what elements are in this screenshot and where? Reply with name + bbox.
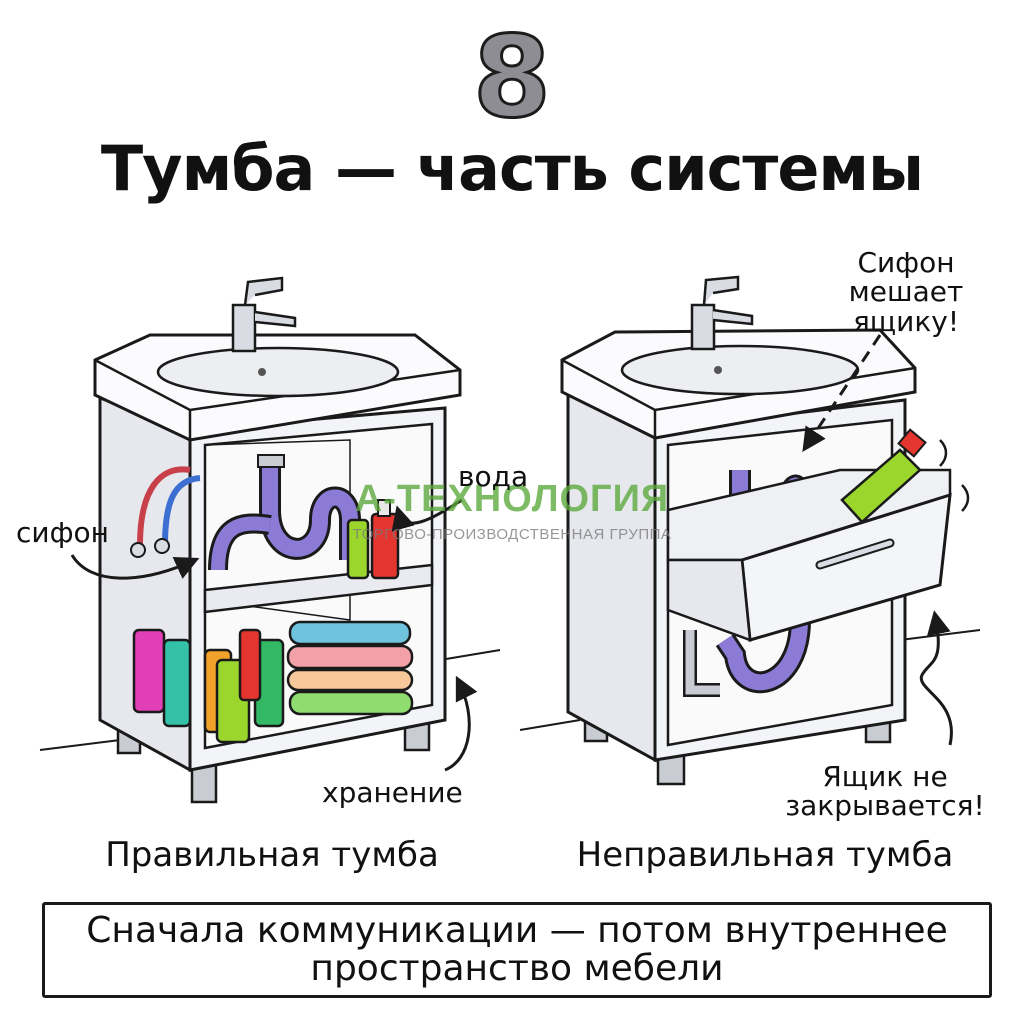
step-number: 8 [472, 13, 553, 143]
label-storage: хранение [322, 776, 463, 809]
label-siphon: сифон [16, 516, 109, 549]
conclusion-box: Сначала коммуникации — потом внутреннее … [42, 902, 992, 998]
correct-cabinet [93, 276, 462, 804]
watermark-subtitle: ТОРГОВО-ПРОИЗВОДСТВЕННАЯ ГРУППА [352, 526, 672, 543]
label-siphon-blocks-drawer: Сифон мешает ящику! [848, 246, 964, 338]
caption-incorrect-cabinet: Неправильная тумба [576, 835, 954, 875]
watermark-name: А-ТЕХНОЛОГИЯ [354, 478, 670, 520]
label-drawer-wont-close: Ящик не закрывается! [785, 760, 985, 823]
label-water: вода [458, 460, 529, 493]
page-title: Тумба — часть системы [100, 132, 924, 205]
incorrect-cabinet [560, 275, 970, 786]
watermark: А-ТЕХНОЛОГИЯ ТОРГОВО-ПРОИЗВОДСТВЕННАЯ ГР… [332, 478, 692, 558]
conclusion-text: Сначала коммуникации — потом внутреннее … [86, 910, 948, 989]
caption-correct-cabinet: Правильная тумба [105, 835, 439, 875]
